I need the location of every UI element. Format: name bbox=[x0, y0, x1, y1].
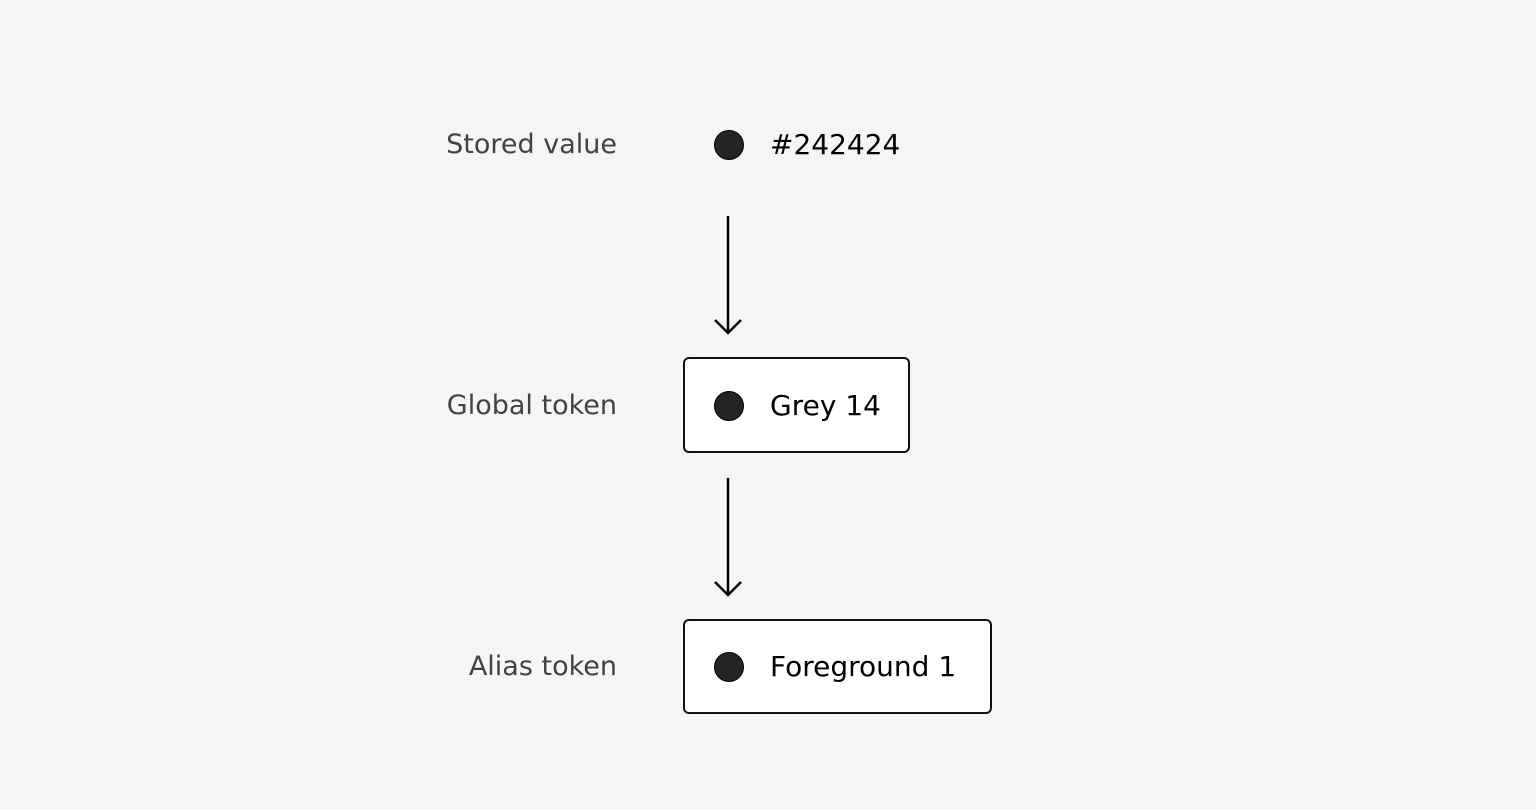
alias-token-text: Foreground 1 bbox=[770, 650, 957, 683]
global-token-label: Global token bbox=[446, 390, 617, 421]
arrow-down-icon bbox=[714, 478, 742, 597]
arrow-down-icon bbox=[714, 216, 742, 335]
stored-value-text: #242424 bbox=[770, 128, 901, 161]
color-swatch-icon bbox=[714, 652, 744, 682]
color-swatch-icon bbox=[714, 130, 744, 160]
stored-value-label: Stored value bbox=[446, 129, 617, 160]
alias-token-label: Alias token bbox=[468, 651, 617, 682]
color-swatch-icon bbox=[714, 391, 744, 421]
global-token-text: Grey 14 bbox=[770, 389, 881, 422]
